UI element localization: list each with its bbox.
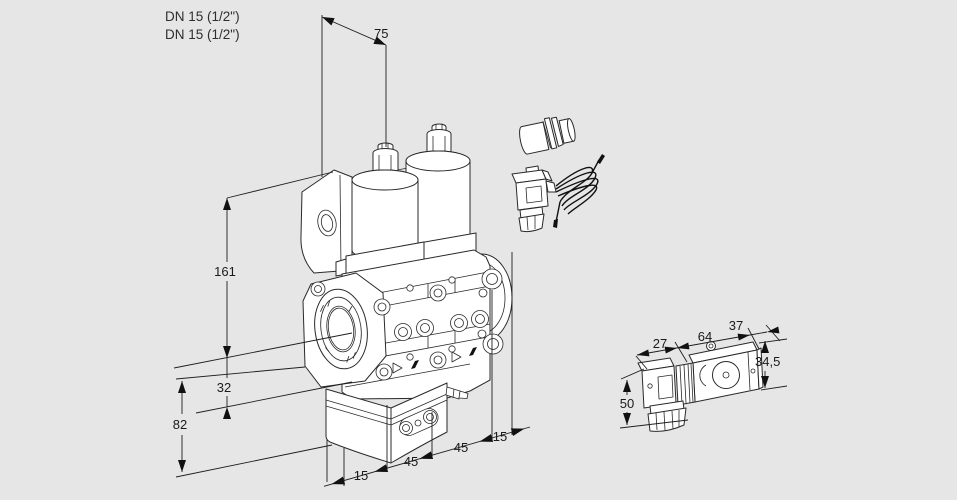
- dim-45-left-label: 45: [404, 454, 418, 469]
- bottom-actuator-box: [325, 382, 469, 464]
- threaded-port: [314, 288, 368, 370]
- flow-direction-markers: [392, 347, 477, 374]
- test-nozzle: [445, 386, 469, 400]
- dim-161-label: 161: [214, 264, 236, 279]
- connector-plug-accessory: [511, 154, 605, 233]
- cable-wires: [555, 159, 600, 223]
- actuator-gland: [647, 400, 687, 432]
- actuator-connector-cube: [637, 357, 677, 409]
- dim-50: [619, 368, 689, 429]
- dim-34-5: [758, 338, 788, 391]
- dim-37-label: 37: [729, 318, 743, 333]
- solenoid-coil-2: [405, 123, 471, 258]
- dim-34-5-label: 34,5: [755, 354, 780, 369]
- port-plate: [399, 408, 439, 436]
- main-valve-drawing: [300, 123, 513, 464]
- dim-161: [173, 171, 353, 369]
- dn-label-2: DN 15 (1/2"): [165, 27, 240, 42]
- clamp-band: [675, 362, 696, 406]
- dim-32-label: 32: [217, 380, 231, 395]
- dim-82: [175, 366, 333, 478]
- cable-gland-accessory: [519, 116, 576, 155]
- dim-82-label: 82: [173, 417, 187, 432]
- drawing-labels: DN 15 (1/2") DN 15 (1/2") 75 161 32 82 1…: [165, 9, 780, 483]
- dim-27-label: 27: [653, 336, 667, 351]
- mounting-bracket: [300, 169, 353, 274]
- dim-bottom-chain: [323, 252, 531, 487]
- side-actuator-drawing: [637, 341, 764, 432]
- dim-64-label: 64: [698, 329, 712, 344]
- plug-cable-exit: [545, 180, 557, 193]
- dim-50-label: 50: [620, 396, 634, 411]
- inlet-flange: [302, 272, 393, 388]
- dim-75-label: 75: [374, 26, 388, 41]
- dim-45-right-label: 45: [454, 440, 468, 455]
- plug-gland: [518, 206, 545, 233]
- dn-label-1: DN 15 (1/2"): [165, 9, 240, 24]
- dim-15-right-label: 15: [493, 429, 507, 444]
- dim-15-left-label: 15: [354, 468, 368, 483]
- dim-75: [321, 15, 387, 177]
- dim-27-64-37: [635, 324, 781, 370]
- dimension-lines: [173, 15, 788, 487]
